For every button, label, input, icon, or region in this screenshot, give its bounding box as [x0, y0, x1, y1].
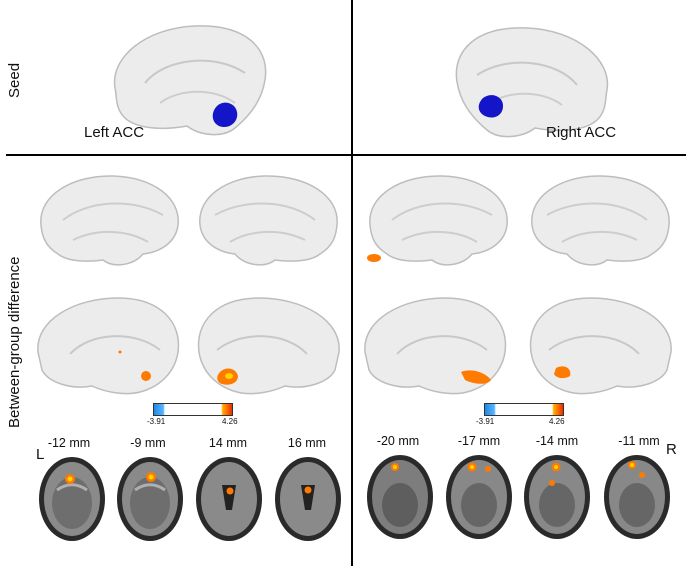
seed-region-left: [212, 102, 238, 128]
axial-slice-right-2: [446, 455, 512, 539]
brain-medial-right-2: [529, 297, 672, 395]
brain-lateral-right-2: [531, 175, 670, 266]
seed-brain-right: [455, 27, 609, 138]
slice-label: -9 mm: [130, 436, 166, 450]
cluster-medial-right-2: [554, 366, 571, 379]
axial-slice-left-3: [196, 457, 262, 541]
slice-label: 14 mm: [208, 436, 248, 450]
slice-label: 16 mm: [287, 436, 327, 450]
brain-medial-right-1: [364, 297, 507, 395]
brain-lateral-left-2: [199, 175, 338, 266]
seed-region-right: [478, 95, 503, 118]
axial-slice-left-2: [117, 457, 183, 541]
slice-label: -11 mm: [618, 434, 660, 448]
brain-lateral-left-1: [40, 175, 179, 266]
colorbar-right: [484, 403, 564, 416]
cluster-lateral-right: [367, 254, 381, 262]
colorbar-left: [153, 403, 233, 416]
axial-slice-right-4: [604, 455, 670, 539]
slice-label: -14 mm: [535, 434, 579, 448]
colorbar-left-max: 4.26: [222, 417, 238, 426]
horizontal-divider: [6, 154, 686, 156]
brain-medial-left-1: [37, 297, 180, 395]
seed-label-right: Right ACC: [546, 124, 617, 141]
axial-slice-right-1: [367, 455, 433, 539]
slice-label: -12 mm: [47, 436, 91, 450]
colorbar-left-min: -3.91: [147, 417, 166, 426]
brain-medial-left-2: [197, 297, 340, 395]
colorbar-right-max: 4.26: [549, 417, 565, 426]
axial-slice-left-1: [39, 457, 105, 541]
brain-lateral-right-1: [367, 175, 508, 266]
row-label-seed: Seed: [6, 62, 23, 98]
axial-slice-right-3: [524, 455, 590, 539]
colorbar-right-min: -3.91: [476, 417, 495, 426]
axial-slice-left-4: [275, 457, 341, 541]
vertical-divider: [351, 0, 353, 566]
slice-label: -17 mm: [457, 434, 501, 448]
seed-brain-left: [113, 25, 267, 136]
hemisphere-right-marker: R: [666, 441, 677, 458]
row-label-between-group: Between-group difference: [6, 256, 23, 428]
hemisphere-left-marker: L: [36, 446, 45, 463]
cluster-medial-left-1: [141, 371, 151, 381]
slice-label: -20 mm: [376, 434, 420, 448]
seed-label-left: Left ACC: [84, 124, 145, 141]
cluster-medial-right-1: [461, 370, 491, 384]
